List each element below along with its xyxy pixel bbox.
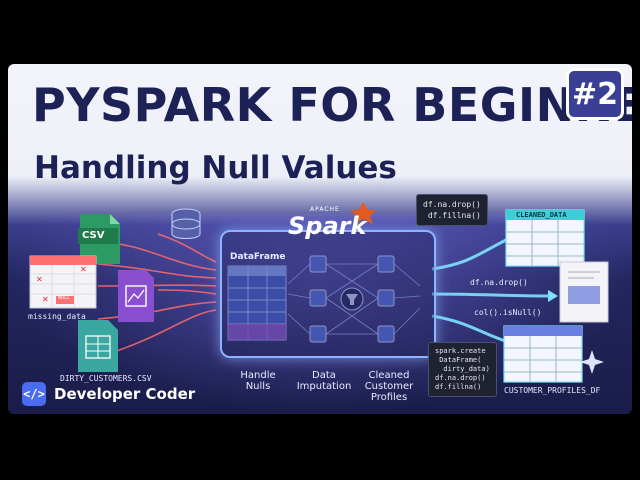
brand-logo-icon: </> (22, 382, 46, 406)
network-edges (287, 263, 421, 335)
brand: </> Developer Coder (22, 382, 195, 406)
processing-nodes (309, 255, 395, 343)
csv-label: CSV (82, 230, 105, 241)
diagram-illustration: ✕ ✕ ✕ (29, 202, 609, 383)
brand-name: Developer Coder (54, 385, 196, 403)
page-subtitle: Handling Null Values (34, 150, 397, 186)
database-icon (171, 208, 201, 239)
code-snippet-bottom: spark.create DataFrame( dirty_data) df.n… (428, 342, 497, 397)
spark-star-icon (350, 202, 376, 224)
customer-profiles-label: CUSTOMER_PROFILES_DF (504, 386, 601, 395)
cleaned-data-sheet-icon (505, 209, 585, 267)
step-cleaned-profiles: Cleaned Customer Profiles (364, 370, 414, 403)
csv-file-icon (78, 214, 120, 264)
step-handle-nulls: Handle Nulls (240, 370, 276, 392)
svg-text:✕: ✕ (80, 265, 87, 274)
code-snippet-top: df.na.drop() df.fillna() (416, 194, 488, 226)
dataframe-panel (220, 230, 436, 358)
step-data-imputation: Data Imputation (296, 370, 352, 392)
spark-logo-text: Spark (288, 212, 367, 240)
output-flow-arrows (431, 237, 549, 344)
arrow-head-middle (548, 290, 558, 302)
episode-badge: #2 (566, 68, 624, 120)
svg-text:✕: ✕ (42, 295, 49, 304)
dataframe-label: DataFrame (230, 252, 286, 262)
code-flow-isnull: col().isNull() (474, 308, 542, 317)
null-cell-label: NULL (58, 295, 71, 301)
missing-data-label: missing_data (28, 312, 86, 321)
chart-file-icon (118, 270, 154, 322)
thumbnail: PYSPARK FOR BEGINNERS Handling Null Valu… (8, 64, 632, 414)
dirty-customers-label: DIRTY_CUSTOMERS.CSV (60, 374, 152, 383)
cleaned-data-label: CLEANED_DATA (516, 211, 567, 219)
dataframe-table (227, 265, 287, 341)
dirty-customers-file-icon (78, 320, 118, 372)
page-title: PYSPARK FOR BEGINNERS (32, 78, 632, 132)
code-flow-drop: df.na.drop() (470, 278, 528, 287)
spark-apache-label: APACHE (310, 206, 340, 213)
document-icon (559, 261, 609, 323)
missing-data-sheet-icon: ✕ ✕ ✕ (29, 255, 97, 309)
sparkle-icon (580, 350, 604, 374)
svg-text:✕: ✕ (36, 275, 43, 284)
customer-profiles-sheet-icon (503, 325, 583, 383)
